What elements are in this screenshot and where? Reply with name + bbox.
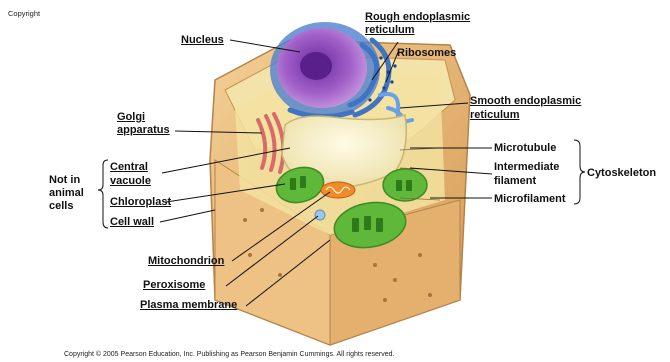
label-cytoskeleton: Cytoskeleton: [587, 166, 656, 180]
label-microtubule: Microtubule: [494, 141, 556, 155]
label-smooth-er-line2: reticulum: [470, 108, 520, 122]
label-golgi-line1: Golgi: [117, 110, 145, 124]
label-rough-er-line1: Rough endoplasmic: [365, 10, 470, 24]
label-not-in-animal-line2: animal: [49, 186, 84, 200]
label-rough-er-line2: reticulum: [365, 23, 415, 37]
mitochondrion-shape: [321, 182, 355, 198]
peroxisome-shape: [315, 210, 325, 220]
nucleus-shape: [270, 22, 380, 118]
label-chloroplast: Chloroplast: [110, 195, 171, 209]
label-not-in-animal-line3: cells: [49, 199, 73, 213]
label-plasma-membrane: Plasma membrane: [140, 298, 237, 312]
label-not-in-animal-line1: Not in: [49, 173, 80, 187]
copyright-top: Copyright: [8, 9, 40, 18]
label-central-vacuole-line2: vacuole: [110, 174, 151, 188]
copyright-bottom: Copyright © 2005 Pearson Education, Inc.…: [64, 351, 394, 358]
label-intermediate-line1: Intermediate: [494, 160, 559, 174]
label-ribosomes: Ribosomes: [397, 46, 456, 60]
label-cell-wall: Cell wall: [110, 215, 154, 229]
label-microfilament: Microfilament: [494, 192, 566, 206]
label-smooth-er-line1: Smooth endoplasmic: [470, 94, 581, 108]
label-central-vacuole-line1: Central: [110, 160, 148, 174]
label-nucleus: Nucleus: [181, 33, 224, 47]
label-mitochondrion: Mitochondrion: [148, 254, 224, 268]
label-intermediate-line2: filament: [494, 174, 536, 188]
label-golgi-line2: apparatus: [117, 123, 170, 137]
label-peroxisome: Peroxisome: [143, 278, 205, 292]
